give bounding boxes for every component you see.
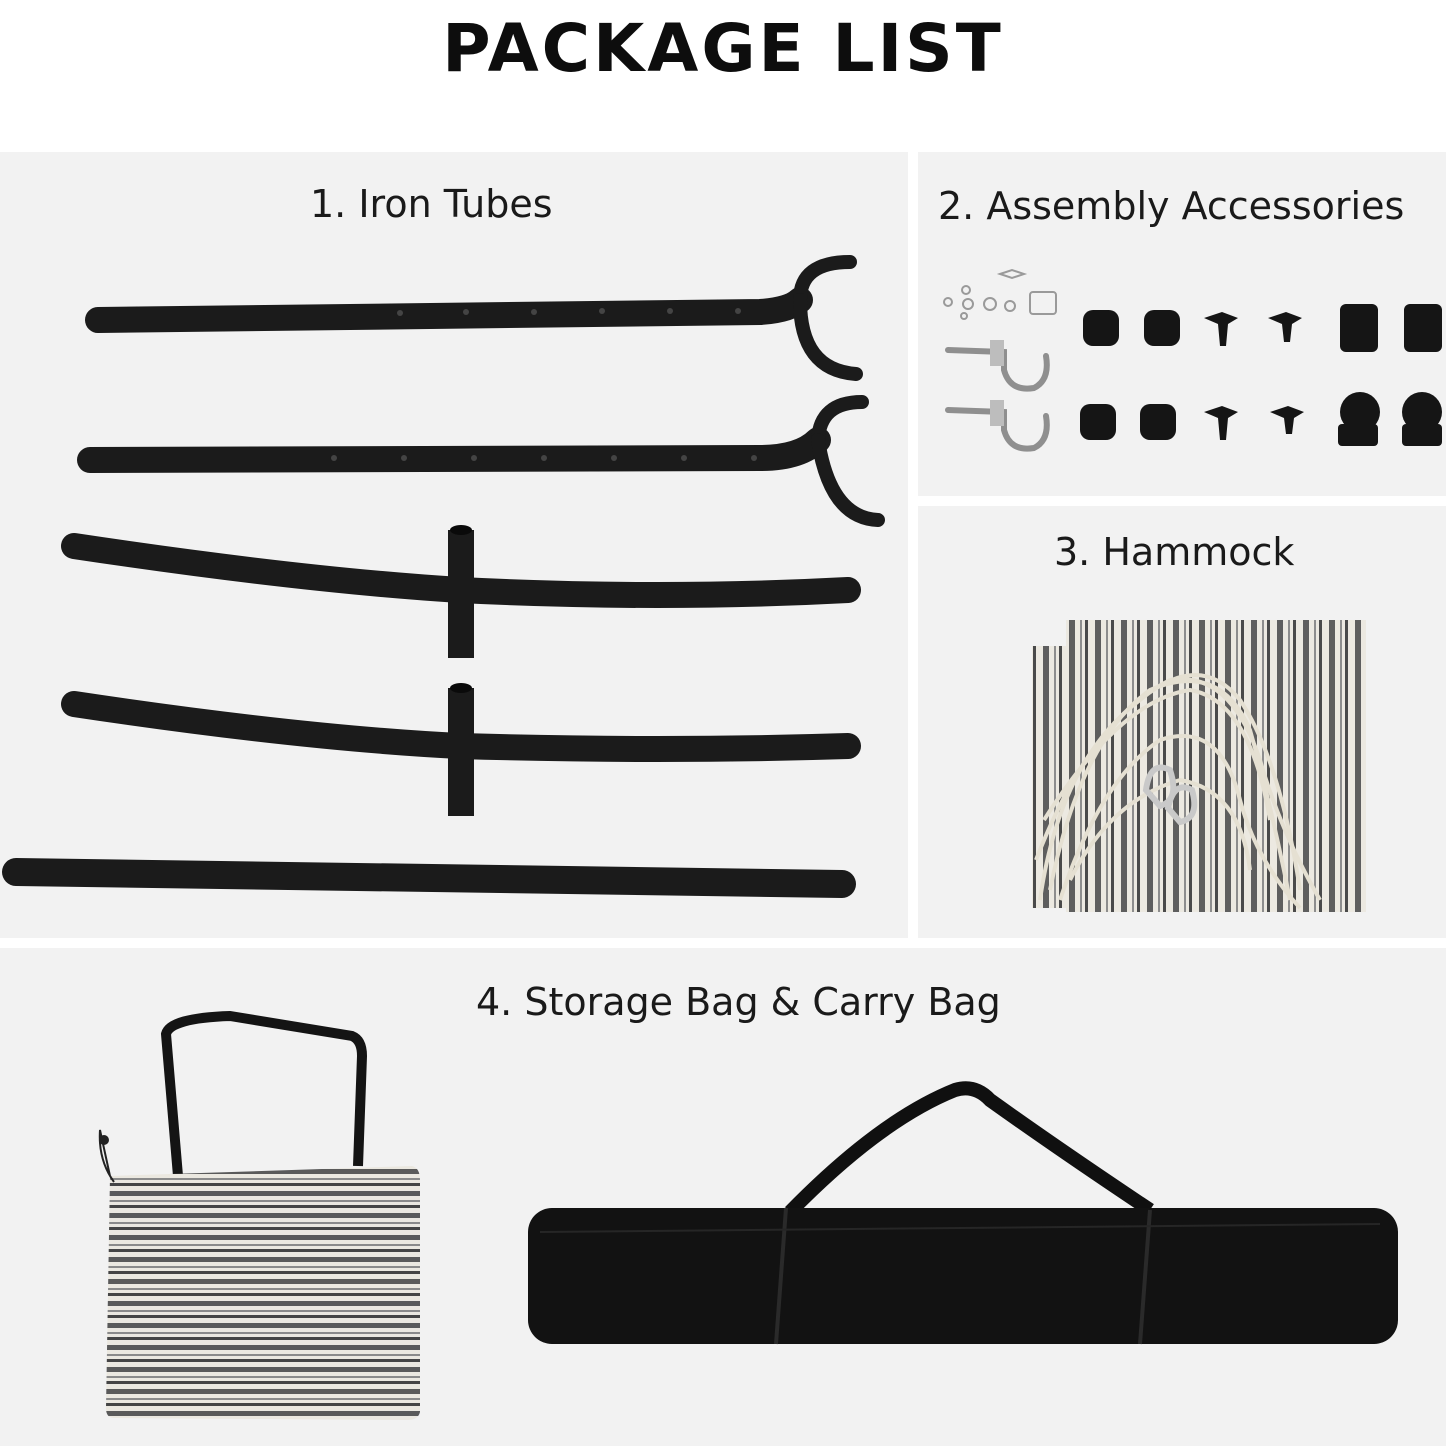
accessory-hooks [945,340,1050,452]
hammock [1032,620,1366,912]
storage-bag [98,1010,420,1420]
y-fork-tube-2 [77,395,885,527]
y-fork-tube-1 [85,255,863,381]
section-title-hammock: 3. Hammock [1054,530,1295,574]
t-leg-tube-2 [61,683,861,816]
accessory-caps [1080,304,1442,446]
page-title: PACKAGE LIST [442,10,1004,87]
straight-tube [2,858,856,898]
section-title-bags: 4. Storage Bag & Carry Bag [476,980,1001,1024]
section-title-assembly-accessories: 2. Assembly Accessories [938,184,1405,228]
accessory-small-parts [943,268,1057,320]
t-leg-tube-1 [61,525,861,658]
carry-bag [528,1081,1398,1345]
section-title-iron-tubes: 1. Iron Tubes [310,182,553,226]
